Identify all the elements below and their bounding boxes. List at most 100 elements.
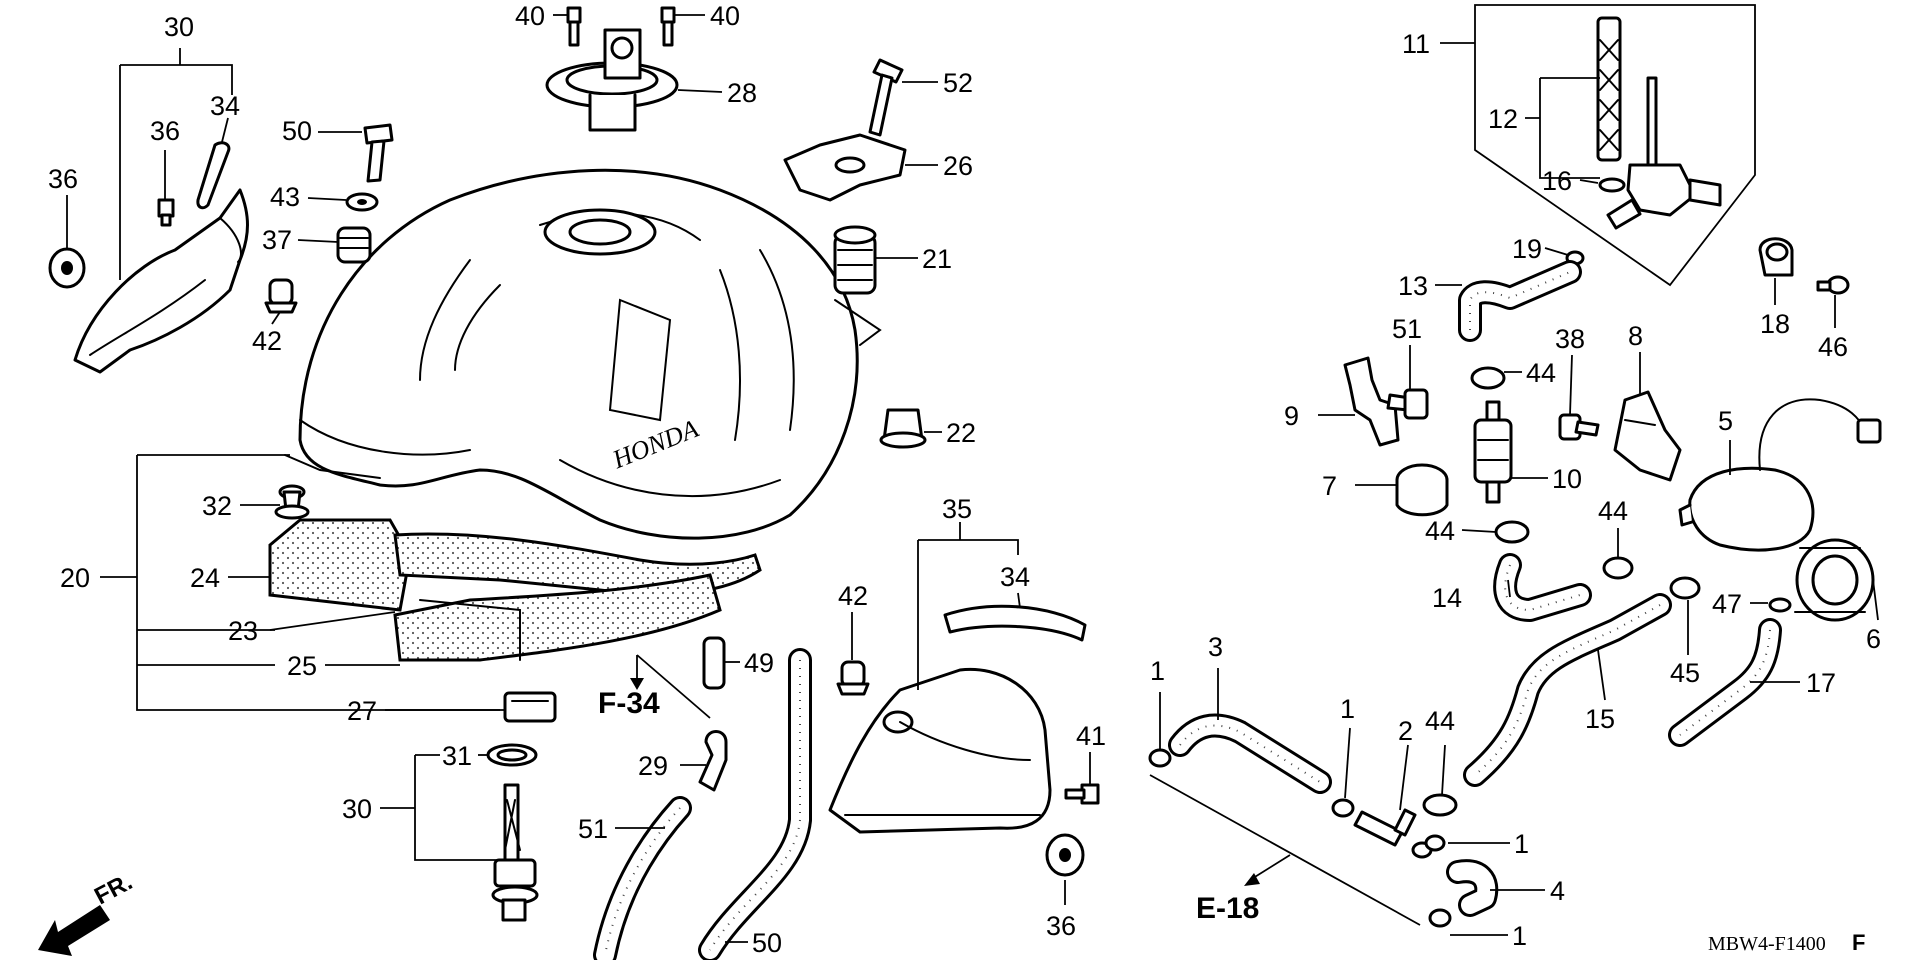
box-11 — [1474, 4, 1756, 287]
callout-37: 37 — [262, 225, 292, 255]
hose-3 — [1168, 713, 1332, 794]
hose-14 — [1493, 553, 1592, 622]
callout-41-right: 41 — [1076, 721, 1106, 751]
callout-27: 27 — [347, 696, 377, 726]
callout-42-left: 42 — [252, 326, 282, 356]
callout-13: 13 — [1398, 271, 1428, 301]
callout-25: 25 — [287, 651, 317, 681]
clip-46 — [1768, 597, 1792, 613]
callout-6: 6 — [1866, 624, 1881, 654]
hose-47 — [702, 636, 726, 690]
callout-11: 11 — [1402, 29, 1430, 59]
filler-cap — [545, 28, 679, 132]
ref-e18: E-18 — [1196, 892, 1259, 925]
bolt-50 — [1386, 388, 1429, 420]
bolt-41-right — [1064, 783, 1100, 805]
callout-51: 50 — [282, 116, 312, 146]
callout-23: 23 — [228, 616, 258, 646]
callout-1-left: 1 — [1150, 656, 1165, 686]
callout-21: 21 — [922, 244, 952, 274]
front-direction-arrow: FR. — [38, 868, 137, 956]
grommet-42 — [264, 278, 298, 314]
foam-pads — [268, 518, 762, 662]
callout-2: 2 — [1398, 716, 1413, 746]
joint-29 — [698, 730, 728, 792]
callout-18: 18 — [1760, 309, 1790, 339]
callout-40-left: 40 — [515, 1, 545, 31]
bolt-41-left — [157, 198, 175, 227]
fuel-unit-30 — [491, 783, 539, 922]
joint-2 — [1353, 808, 1433, 859]
callout-5: 5 — [1718, 406, 1733, 436]
callout-4: 4 — [1550, 876, 1565, 906]
callout-45: 46 — [1818, 332, 1848, 362]
callout-10: 10 — [1552, 464, 1582, 494]
callout-labels: 30 34 36 36 50 43 37 42 40 40 28 52 26 2… — [48, 1, 1881, 958]
callout-34-upper: 34 — [210, 91, 240, 121]
connector-27 — [503, 691, 557, 723]
trim-34-lower — [943, 604, 1087, 642]
clip-1-lower — [1424, 834, 1446, 852]
callout-31: 31 — [442, 741, 472, 771]
callout-1-lower: 1 — [1514, 829, 1529, 859]
rubber-21 — [833, 225, 877, 295]
callout-33: 30 — [164, 12, 194, 42]
side-cover-left — [73, 188, 249, 374]
o-ring-31 — [486, 743, 538, 767]
callout-44-mid: 44 — [1425, 516, 1455, 546]
clip-18 — [1758, 237, 1794, 277]
callout-32: 32 — [202, 491, 232, 521]
clip-1-left — [1148, 748, 1172, 768]
front-direction-label: FR. — [90, 868, 137, 910]
callout-16: 16 — [1542, 166, 1572, 196]
callout-36-right: 36 — [1046, 911, 1076, 941]
callout-44-right: 44 — [1598, 496, 1628, 526]
clip-1-mid — [1331, 798, 1355, 818]
hose-13 — [1458, 260, 1582, 342]
callout-35: 35 — [942, 494, 972, 524]
bolt-32 — [274, 484, 310, 520]
callout-43: 43 — [270, 182, 300, 212]
callout-36-left: 36 — [48, 164, 78, 194]
callout-19: 19 — [1512, 234, 1542, 264]
callout-44-low: 44 — [1425, 706, 1455, 736]
screw-45 — [1816, 275, 1850, 295]
clamp-7 — [1395, 463, 1449, 517]
clip-1-bottom — [1428, 908, 1452, 928]
callout-12: 12 — [1488, 104, 1518, 134]
side-cover-right — [828, 667, 1052, 834]
bolt-51 — [363, 123, 394, 183]
fuel-filter-10 — [1473, 400, 1513, 504]
grommet-22 — [879, 408, 927, 449]
callout-8: 8 — [1628, 321, 1643, 351]
trim-34-upper — [196, 141, 231, 210]
callout-40-right: 40 — [710, 1, 740, 31]
callout-52: 52 — [943, 68, 973, 98]
hose-15 — [1463, 593, 1672, 787]
bracket-9 — [1343, 356, 1400, 447]
diagram-code-suffix: F — [1852, 930, 1865, 955]
rubber-mount-6 — [1794, 538, 1875, 622]
fuel-pump-5 — [1678, 398, 1882, 552]
grommet-36-right — [1045, 833, 1085, 877]
callout-50: 51 — [1392, 314, 1422, 344]
bracket-8 — [1613, 390, 1682, 482]
callout-17: 17 — [1806, 668, 1836, 698]
bolt-38 — [1558, 413, 1600, 441]
callout-34-lower: 34 — [1000, 562, 1030, 592]
hose-17 — [1668, 618, 1782, 747]
callout-26: 26 — [943, 151, 973, 181]
callout-28: 28 — [727, 78, 757, 108]
callout-3: 3 — [1208, 632, 1223, 662]
clip-44-top — [1470, 366, 1506, 390]
callout-38: 38 — [1555, 324, 1585, 354]
callout-1-mid: 1 — [1340, 694, 1355, 724]
callout-1-bottom: 1 — [1512, 921, 1527, 951]
bolt-40-right — [660, 6, 676, 47]
bolt-40-left — [566, 6, 582, 47]
clip-44-mid — [1494, 520, 1530, 544]
hose-48 — [698, 648, 812, 960]
washer-43 — [345, 192, 379, 212]
callout-44-top: 44 — [1526, 358, 1556, 388]
